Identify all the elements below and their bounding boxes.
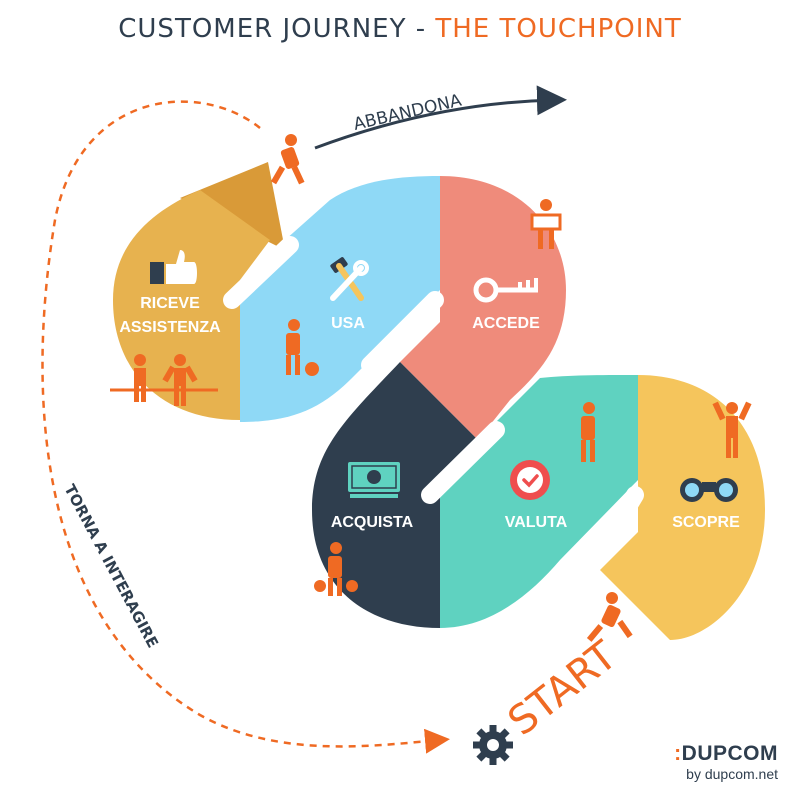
- title-part-2: THE TOUCHPOINT: [435, 14, 682, 44]
- return-path: [41, 100, 450, 754]
- gap-top-left: [223, 236, 299, 309]
- stage-label-riceve: RICEVE: [140, 295, 200, 312]
- stage-label-valuta: VALUTA: [505, 514, 568, 531]
- binoculars-icon: [680, 478, 738, 502]
- money-icon: [348, 462, 400, 498]
- stage-label-acquista: ACQUISTA: [331, 514, 414, 531]
- person-icon: [162, 354, 198, 406]
- person-icons: [110, 134, 752, 642]
- brand-block: :DUPCOM by dupcom.net: [674, 742, 778, 782]
- brand-logo-prefix: :: [674, 742, 682, 765]
- stage-label-usa: USA: [331, 315, 365, 332]
- segment-accede: [400, 176, 566, 440]
- thumbs-up-icon: [150, 250, 197, 284]
- person-icon: [134, 354, 146, 402]
- person-icon: [314, 542, 358, 596]
- brand-logo: :DUPCOM: [674, 742, 778, 766]
- person-icon: [286, 319, 319, 376]
- brand-logo-text: DUPCOM: [681, 742, 778, 765]
- flow-label-torna: TORNA A INTERAGIRE: [60, 481, 161, 650]
- gold-arrowhead: [180, 162, 285, 250]
- person-icon: [586, 592, 633, 642]
- person-icon: [712, 401, 752, 458]
- gear-icon: [473, 725, 513, 765]
- segment-scopre: [600, 375, 765, 640]
- stage-label-assistenza: ASSISTENZA: [119, 319, 221, 336]
- flow-label-abbandona: ABBANDONA: [352, 91, 464, 135]
- gap-mid-1: [361, 291, 444, 374]
- hammer-wrench-icon: [330, 257, 369, 301]
- person-icon: [270, 134, 305, 185]
- gap-bottom-right: [596, 486, 644, 554]
- check-badge-icon: [510, 460, 550, 500]
- stage-label-accede: ACCEDE: [472, 315, 540, 332]
- bottom-band: [312, 362, 765, 640]
- segment-riceve: [113, 190, 270, 420]
- stage-label-scopre: SCOPRE: [672, 514, 740, 531]
- page-title: CUSTOMER JOURNEY - THE TOUCHPOINT: [0, 14, 800, 44]
- key-icon: [473, 277, 538, 303]
- gap-mid-2: [421, 421, 505, 504]
- person-icon: [581, 402, 595, 462]
- person-icon: [530, 199, 562, 249]
- title-part-1: CUSTOMER JOURNEY -: [118, 14, 436, 44]
- abandon-arrow: [314, 85, 567, 150]
- start-label: START: [500, 632, 626, 745]
- brand-subtitle: by dupcom.net: [686, 766, 778, 782]
